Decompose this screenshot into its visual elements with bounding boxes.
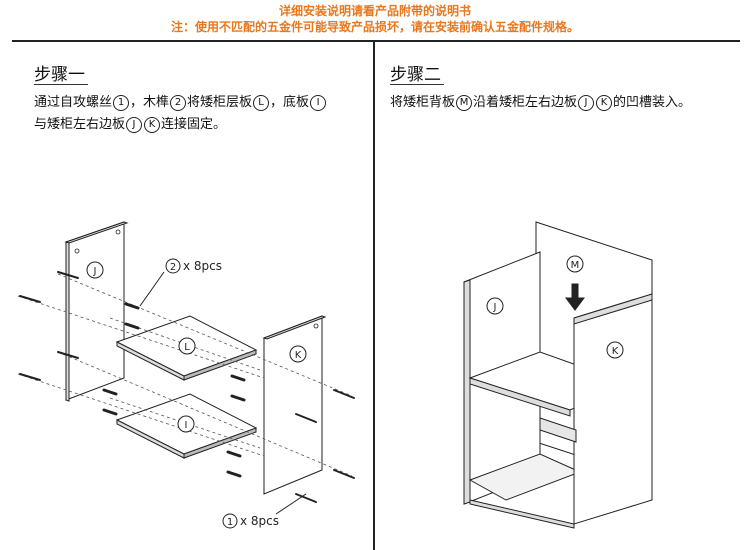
alignment-line [17,373,265,457]
label-m-text: M [571,260,580,271]
side-panel-j-edge [463,279,471,505]
hole [313,323,319,329]
label-j-text: J [93,266,97,277]
dowel [124,322,140,330]
step1-desc-text: ，木榫 [130,95,170,110]
screw [333,469,355,479]
side-panel-k-top [573,293,653,325]
panel-j-left-side [65,241,70,402]
part-j-marker: J [578,94,595,111]
label-k-text: K [295,350,302,361]
dowel [102,388,118,396]
side-panel-k [573,293,653,525]
dowel [226,450,242,458]
screw [19,373,41,381]
part-i-marker: I [310,94,327,111]
screw [19,295,41,303]
step2-desc-text: 的凹槽装入。 [613,95,692,110]
step2-title-text: 步骤二 [390,65,441,85]
top-rule [12,40,740,42]
part-m-marker: M [456,94,473,111]
step1-desc-text: 通过自攻螺丝 [34,95,113,110]
alignment-line [57,273,353,397]
step1-desc-text: ，底板 [270,95,310,110]
label-i-text: I [185,420,188,431]
dowel [124,302,140,310]
insert-arrow-shaft [571,283,579,299]
label-2-text: 2 [170,262,176,273]
step1-desc-text: 与矮柜左右边板 [34,117,126,132]
screw [57,271,79,279]
label-l-text: L [184,342,190,353]
step1-title: 步骤一 [34,60,88,85]
leader-line [139,271,165,307]
label-j-circle [86,261,104,279]
leader-line [275,493,307,515]
dowel-quantity-label: x 8pcs [183,259,222,273]
step1-title-text: 步骤一 [34,65,85,85]
step1-title-underline [34,84,88,85]
step2-desc-text: 沿着矮柜左右边板 [473,95,578,110]
part-k-marker: K [144,116,161,133]
header-line-2: 注：使用不匹配的五金件可能导致产品损坏，请在安装前确认五金配件规格。 [170,20,579,34]
header-line-1: 详细安装说明请看产品附带的说明书 [278,4,471,18]
step2-desc-text: 将矮柜背板 [390,95,456,110]
screw [295,493,317,503]
alignment-line [57,351,353,477]
label-1-circle [222,513,238,529]
part-2-marker: 2 [170,94,187,111]
dowel [102,408,118,416]
part-j-marker: J [126,116,143,133]
insert-arrow-head [565,297,585,311]
alignment-line [17,295,265,379]
label-l-circle [178,337,196,355]
step1-desc-text: 将矮柜层板 [187,95,253,110]
label-i-circle [177,415,195,433]
label-2-circle [165,258,181,274]
label-j-circle [486,297,504,315]
screw [57,351,79,359]
bottom-front-edge [469,499,575,529]
label-k-text: K [612,346,619,357]
part-l-marker: L [253,94,270,111]
label-1-text: 1 [227,517,233,528]
hole [115,229,121,235]
shelf-l-side [183,349,257,381]
bottom-recess [539,417,577,443]
bottom-i-side [183,427,257,459]
hole [74,248,80,254]
label-k-circle [289,345,307,363]
part-k-marker: K [596,94,613,111]
screw-quantity-label: x 8pcs [240,514,279,528]
dowel [230,374,246,382]
screw [333,389,355,399]
label-k-circle [606,341,624,359]
dowel [226,470,242,478]
step2-title-underline [390,84,444,85]
panel-k-right-edge [262,315,327,340]
label-j-text: J [493,302,497,313]
dowel [230,394,246,402]
middle-shelf-front [469,377,571,417]
vertical-divider [373,40,375,550]
label-m-circle [566,255,584,273]
part-1-marker: 1 [113,94,130,111]
step2-title: 步骤二 [390,60,444,85]
screw [295,413,317,423]
step1-desc-text: 连接固定。 [161,117,227,132]
